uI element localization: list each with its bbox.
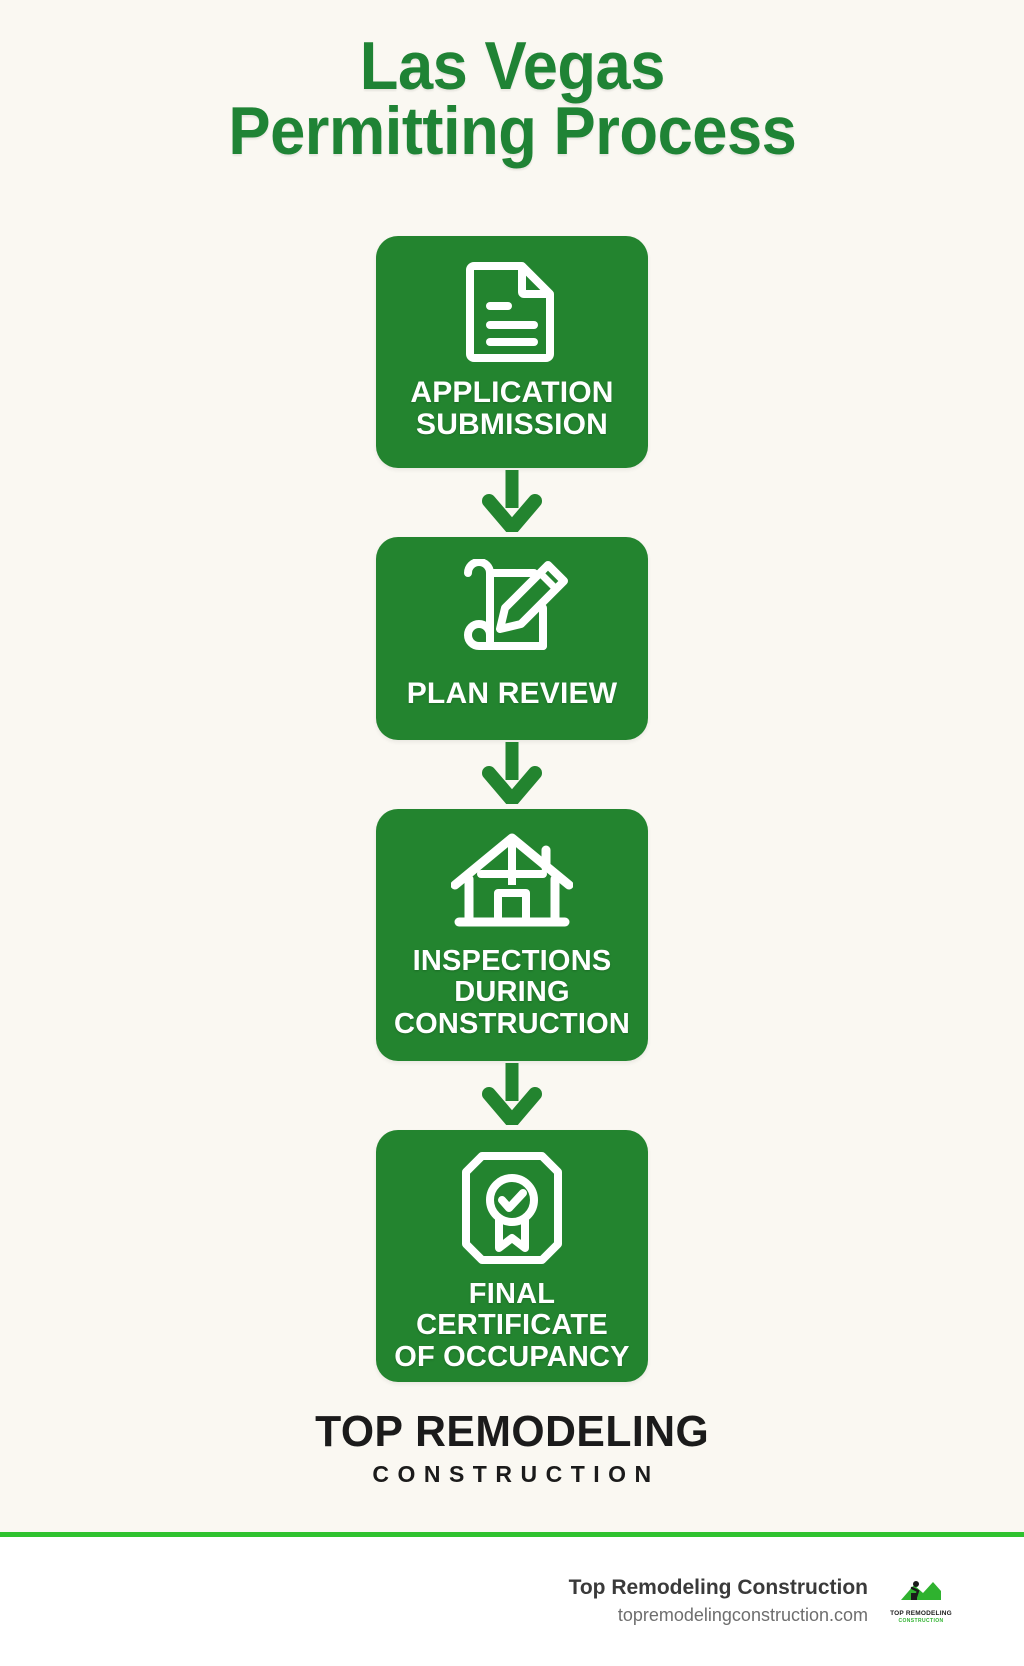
- step-card-plan-review[interactable]: PLAN REVIEW: [376, 537, 648, 741]
- step-label-line: OF OCCUPANCY: [394, 1340, 630, 1373]
- brand-tagline: CONSTRUCTION: [372, 1461, 660, 1488]
- step-label-line: FINAL: [468, 1278, 556, 1311]
- blueprint-pencil-icon: [454, 558, 570, 668]
- footer-logo-sub: CONSTRUCTION: [898, 1618, 944, 1625]
- footer-logo[interactable]: TOP REMODELING CONSTRUCTION: [890, 1575, 952, 1629]
- page-title: Las Vegas Permitting Process: [227, 32, 797, 170]
- step-label: PLAN REVIEW: [406, 677, 618, 711]
- arrow-down-icon: [481, 1061, 543, 1130]
- footer-website-url[interactable]: topremodelingconstruction.com: [617, 1604, 868, 1625]
- process-flow: APPLICATION SUBMISSION: [376, 236, 648, 1383]
- step-label-line: INSPECTIONS: [412, 945, 612, 978]
- brand-name: TOP REMODELING: [314, 1407, 710, 1457]
- infographic-poster: Las Vegas Permitting Process APPLICATION…: [0, 0, 1024, 1537]
- footer-logo-text: TOP REMODELING CONSTRUCTION: [890, 1610, 952, 1624]
- footer-text-block: Top Remodeling Construction topremodelin…: [569, 1574, 868, 1628]
- step-label: INSPECTIONS DURING CONSTRUCTION: [393, 945, 630, 1040]
- step-label-line: SUBMISSION: [415, 408, 609, 442]
- footer-bar: Top Remodeling Construction topremodelin…: [0, 1537, 1024, 1666]
- step-label-line: CERTIFICATE: [416, 1309, 608, 1342]
- step-label: FINAL CERTIFICATE OF OCCUPANCY: [394, 1278, 630, 1373]
- step-label: APPLICATION SUBMISSION: [410, 376, 614, 442]
- step-card-inspections-during-construction[interactable]: INSPECTIONS DURING CONSTRUCTION: [376, 809, 648, 1062]
- brand-lockup: TOP REMODELING CONSTRUCTION: [309, 1410, 715, 1486]
- step-card-final-certificate-of-occupancy[interactable]: FINAL CERTIFICATE OF OCCUPANCY: [376, 1130, 648, 1383]
- document-icon: [464, 258, 560, 367]
- footer-divider: [0, 1532, 1024, 1537]
- roof-logo-icon: [898, 1578, 944, 1609]
- certificate-seal-icon: [462, 1152, 562, 1269]
- title-line-2: Permitting Process: [227, 93, 797, 170]
- house-icon: [450, 831, 574, 936]
- arrow-down-icon: [481, 740, 543, 809]
- step-label-line: DURING: [454, 976, 570, 1009]
- step-label-line: CONSTRUCTION: [393, 1007, 630, 1040]
- arrow-down-icon: [481, 468, 543, 537]
- step-label-line: PLAN REVIEW: [406, 677, 618, 711]
- title-line-1: Las Vegas: [359, 28, 665, 104]
- footer-logo-main: TOP REMODELING: [890, 1610, 952, 1618]
- step-label-line: APPLICATION: [410, 376, 614, 410]
- footer-company-name: Top Remodeling Construction: [568, 1576, 868, 1600]
- step-card-application-submission[interactable]: APPLICATION SUBMISSION: [376, 236, 648, 469]
